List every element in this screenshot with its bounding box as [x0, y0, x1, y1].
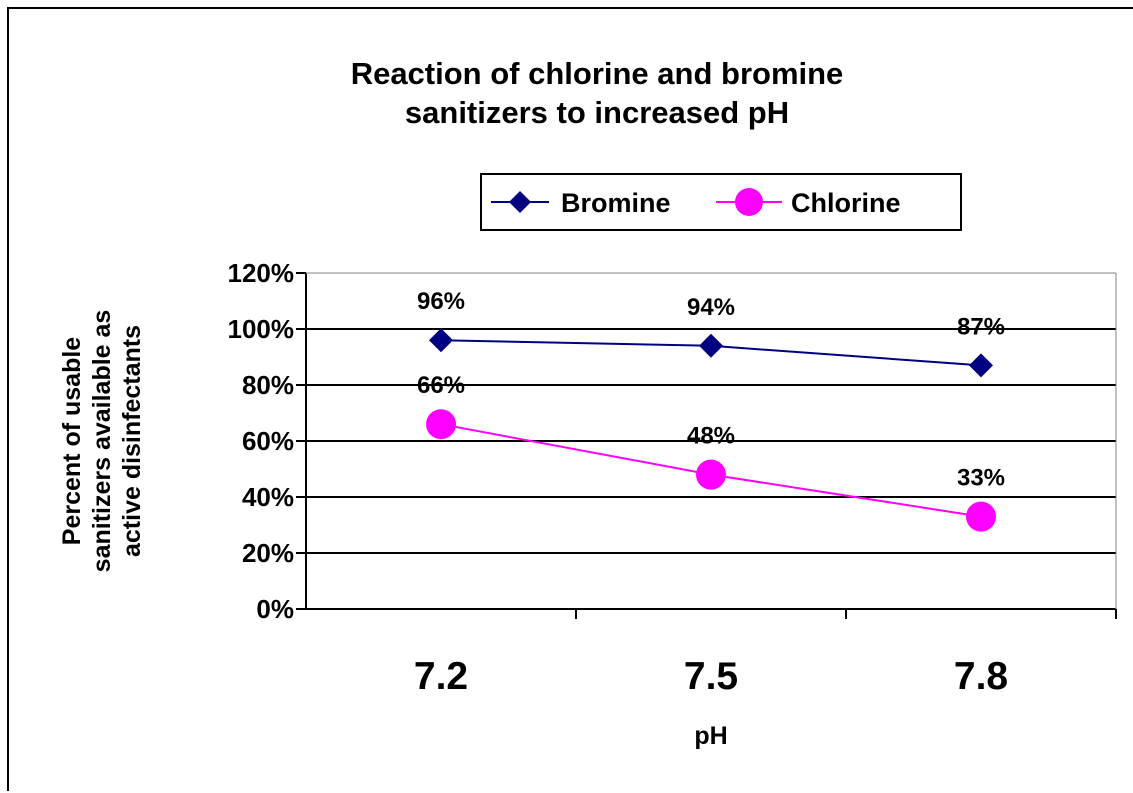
data-label-chlorine: 66% — [417, 372, 465, 399]
y-axis-title: Percent of usable sanitizers available a… — [58, 310, 146, 573]
legend-marker-bromine — [509, 191, 531, 213]
legend-label-chlorine: Chlorine — [791, 188, 901, 218]
x-tick-label: 7.5 — [684, 655, 738, 698]
chart-title-line-1: Reaction of chlorine and bromine — [351, 56, 844, 91]
legend-label-bromine: Bromine — [561, 188, 671, 218]
y-tick-label: 120% — [228, 258, 295, 288]
x-axis-ticks: 7.2 7.5 7.8 — [414, 609, 1117, 698]
data-label-chlorine: 33% — [957, 465, 1005, 492]
legend-marker-chlorine — [735, 188, 763, 216]
x-tick-label: 7.8 — [954, 655, 1008, 698]
data-label-bromine: 87% — [957, 313, 1005, 340]
y-axis-title-line-3: active disinfectants — [118, 325, 146, 557]
chart-frame: Reaction of chlorine and bromine sanitiz… — [7, 7, 1133, 791]
y-axis-ticks: 0% 20% 40% 60% 80% 100% 120% — [228, 258, 306, 624]
data-point-chlorine — [426, 409, 456, 440]
series-group: 96% 94% 87% 66% 48% 33% — [417, 288, 1005, 532]
y-tick-label: 80% — [242, 370, 294, 400]
data-point-bromine — [699, 333, 723, 358]
series-chlorine: 66% 48% 33% — [417, 372, 1005, 532]
y-axis-title-line-2: sanitizers available as — [88, 310, 116, 573]
x-tick-label: 7.2 — [414, 655, 468, 698]
data-label-bromine: 96% — [417, 288, 465, 315]
y-tick-label: 0% — [256, 594, 294, 624]
chart-legend: Bromine Chlorine — [480, 173, 962, 231]
data-point-chlorine — [966, 501, 996, 532]
data-label-bromine: 94% — [687, 294, 735, 321]
y-tick-label: 40% — [242, 482, 294, 512]
chart-title-line-2: sanitizers to increased pH — [405, 95, 789, 130]
y-axis-title-line-1: Percent of usable — [58, 337, 86, 545]
line-chart: Reaction of chlorine and bromine sanitiz… — [58, 56, 1117, 750]
data-point-bromine — [429, 328, 453, 353]
x-axis-title: pH — [694, 722, 727, 750]
y-tick-label: 20% — [242, 538, 294, 568]
data-point-bromine — [969, 353, 993, 378]
data-label-chlorine: 48% — [687, 423, 735, 450]
y-tick-label: 60% — [242, 426, 294, 456]
data-point-chlorine — [696, 459, 726, 490]
series-bromine: 96% 94% 87% — [417, 288, 1005, 378]
y-tick-label: 100% — [228, 314, 295, 344]
